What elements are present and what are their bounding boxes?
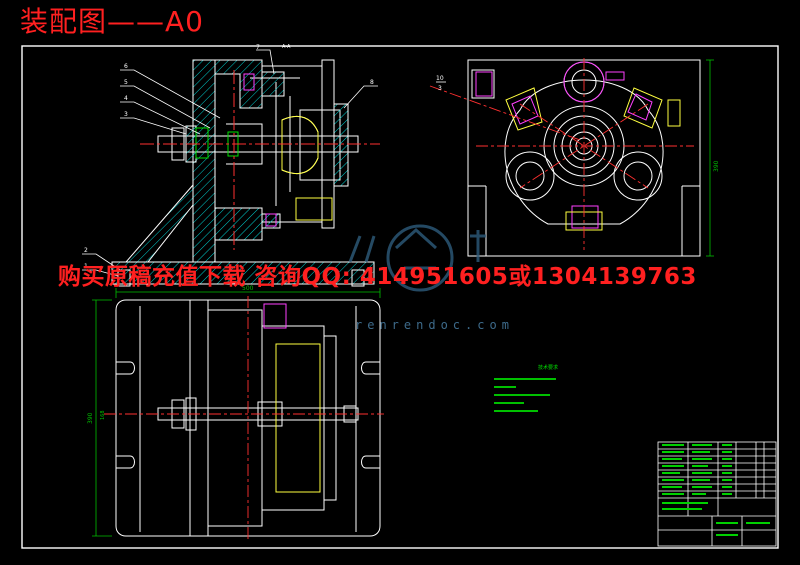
top-view-width-dim: 500 [242,285,254,292]
top-view-height-dim: 390 [87,412,94,424]
drawing-header-title: 装配图——A0 [20,5,204,38]
purchase-banner: 购买原稿充值下载 咨询QQ: 414951605或1304139763 [58,264,697,290]
callout-3b: 3 [438,85,442,92]
section-mark: A-A [282,44,291,50]
top-screw [261,71,285,97]
technical-notes-title: 技术要求 [538,364,558,371]
top-view-outline [115,299,381,537]
front-section-view [111,59,375,287]
callout-10: 10 [436,75,444,82]
callout-7: 7 [256,44,260,51]
base-plate [111,261,375,285]
title-block [657,441,777,547]
top-view-side-dim: 168 [100,410,106,420]
callout-5: 5 [124,79,128,86]
watermark-logo [348,224,486,292]
parts-list-text [662,444,770,536]
callout-6: 6 [124,63,128,70]
side-height-dim: 390 [713,160,720,172]
front-view-leaders [82,49,378,277]
drawing-frame [21,45,779,549]
watermark-site: renrendoc.com [355,318,514,332]
callout-8: 8 [370,79,374,86]
support-rib [124,183,194,263]
callout-1: 1 [84,263,88,270]
callout-2: 2 [84,247,88,254]
callout-4: 4 [124,95,128,102]
technical-notes: 技术要求 [494,364,558,412]
callout-3: 3 [124,111,128,118]
